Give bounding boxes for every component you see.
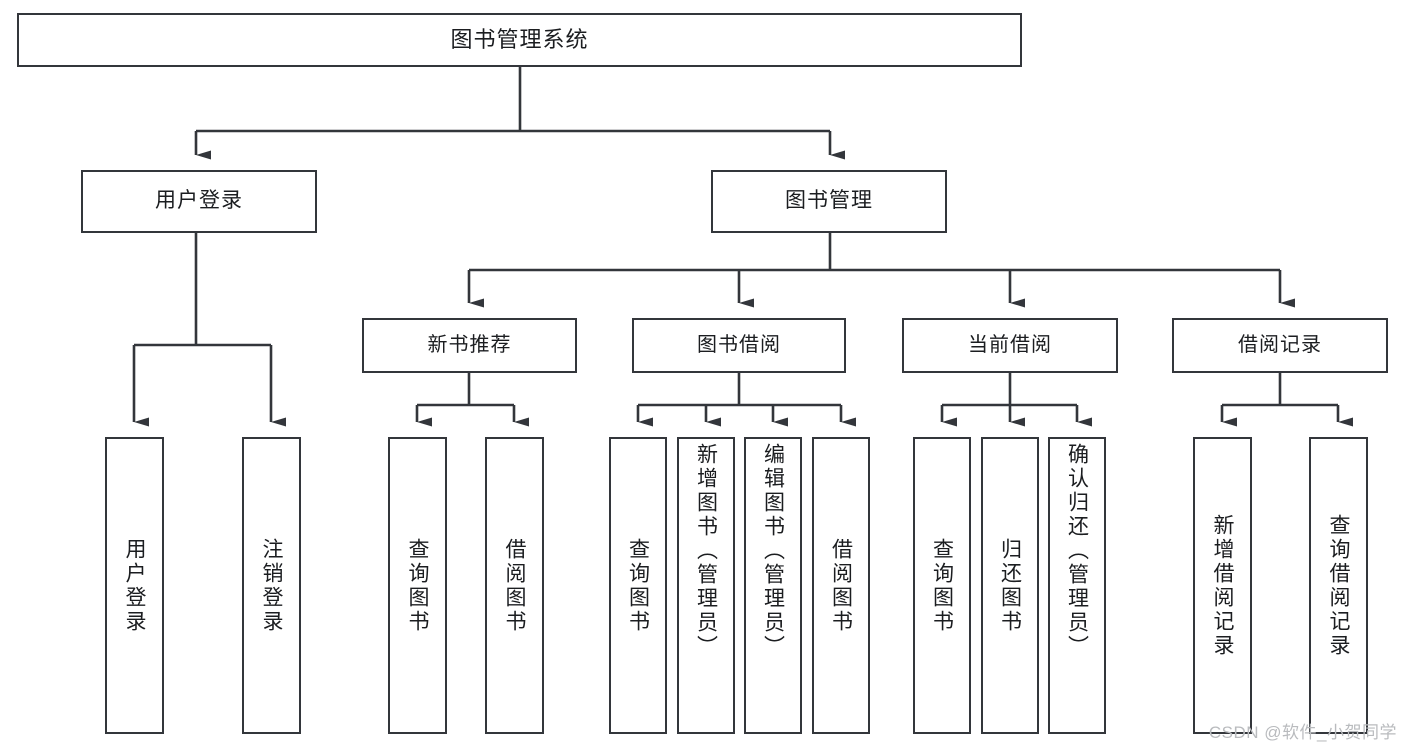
leaf-borrow-record-add[interactable]: 新增借阅记录: [1193, 437, 1252, 734]
leaf-current-borrow-return[interactable]: 归还图书: [981, 437, 1039, 734]
node-borrow-record[interactable]: 借阅记录: [1172, 318, 1388, 373]
leaf-book-borrow-add[interactable]: 新增图书（管理员）: [677, 437, 735, 734]
node-book-borrow[interactable]: 图书借阅: [632, 318, 846, 373]
leaf-label: 查询图书: [626, 537, 650, 634]
leaf-user-login-login[interactable]: 用户登录: [105, 437, 164, 734]
leaf-label: 归还图书: [998, 537, 1022, 634]
leaf-borrow-record-query[interactable]: 查询借阅记录: [1309, 437, 1368, 734]
leaf-label: 确认归还（管理员）: [1065, 443, 1089, 659]
leaf-user-login-logout[interactable]: 注销登录: [242, 437, 301, 734]
leaf-label: 新增借阅记录: [1211, 513, 1234, 658]
leaf-label: 注销登录: [260, 537, 283, 634]
leaf-label: 用户登录: [123, 537, 146, 634]
leaf-label: 新增图书（管理员）: [694, 443, 718, 659]
leaf-label: 借阅图书: [503, 537, 526, 634]
watermark: CSDN @软件_小贺同学: [1208, 723, 1397, 742]
leaf-label: 查询图书: [406, 537, 429, 634]
leaf-label: 查询图书: [930, 537, 954, 634]
leaf-book-borrow-query[interactable]: 查询图书: [609, 437, 667, 734]
leaf-book-borrow-edit[interactable]: 编辑图书（管理员）: [744, 437, 802, 734]
leaf-current-borrow-confirm[interactable]: 确认归还（管理员）: [1048, 437, 1106, 734]
leaf-current-borrow-query[interactable]: 查询图书: [913, 437, 971, 734]
leaf-new-book-borrow[interactable]: 借阅图书: [485, 437, 544, 734]
node-current-borrow[interactable]: 当前借阅: [902, 318, 1118, 373]
leaf-label: 编辑图书（管理员）: [761, 443, 785, 659]
leaf-new-book-query[interactable]: 查询图书: [388, 437, 447, 734]
node-book-management[interactable]: 图书管理: [711, 170, 947, 233]
leaf-book-borrow-borrow[interactable]: 借阅图书: [812, 437, 870, 734]
node-user-login[interactable]: 用户登录: [81, 170, 317, 233]
leaf-label: 借阅图书: [829, 537, 853, 634]
leaf-label: 查询借阅记录: [1327, 513, 1350, 658]
node-root-system[interactable]: 图书管理系统: [17, 13, 1022, 67]
node-new-book-recommend[interactable]: 新书推荐: [362, 318, 577, 373]
